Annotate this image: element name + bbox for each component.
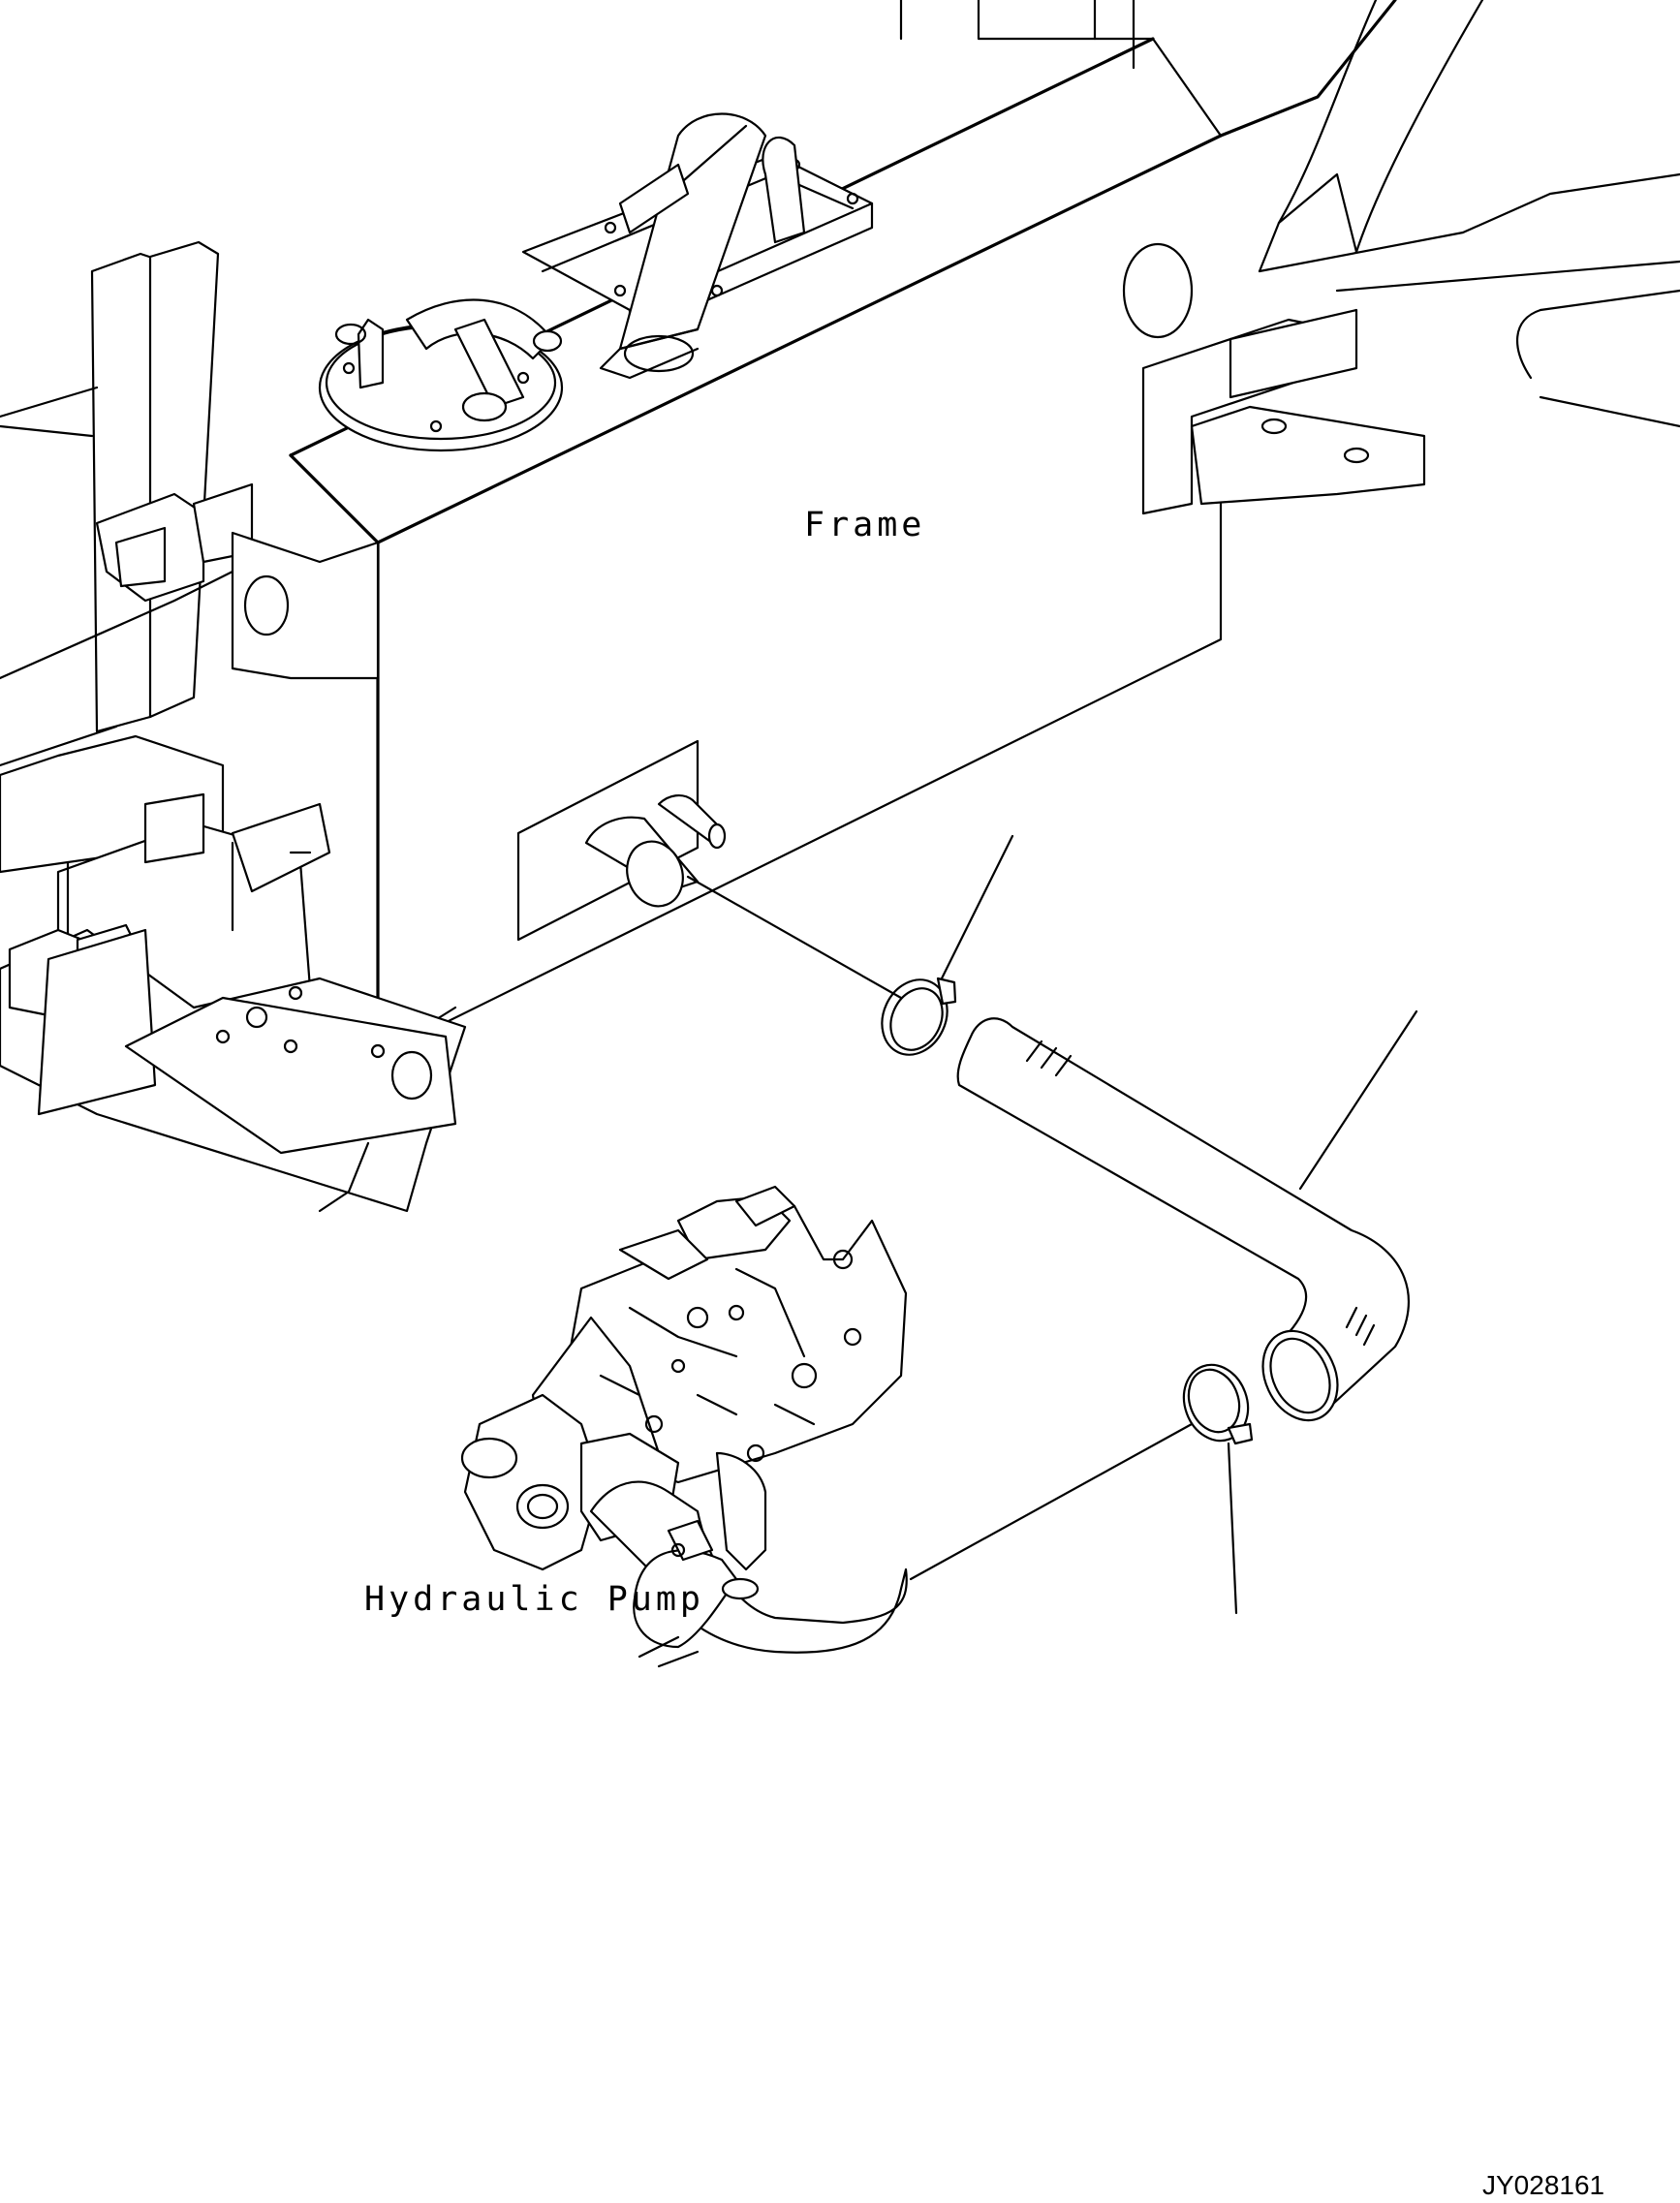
clamp-lower — [1182, 1363, 1254, 1445]
suction-hose — [956, 1017, 1410, 1422]
frame-assembly — [0, 0, 1680, 1213]
leader-line-lower-clamp — [1227, 1442, 1238, 1615]
hydraulic-pump — [460, 1185, 908, 1668]
leader-line-upper-clamp — [940, 834, 1014, 980]
connection-lines — [686, 834, 1418, 1615]
frame-label: Frame — [804, 506, 925, 544]
hydraulic-pump-label: Hydraulic Pump — [364, 1580, 704, 1619]
leader-line-hose — [1298, 1009, 1418, 1191]
reference-code: JY028161 — [1482, 2170, 1604, 2200]
clamp-upper — [881, 977, 957, 1056]
